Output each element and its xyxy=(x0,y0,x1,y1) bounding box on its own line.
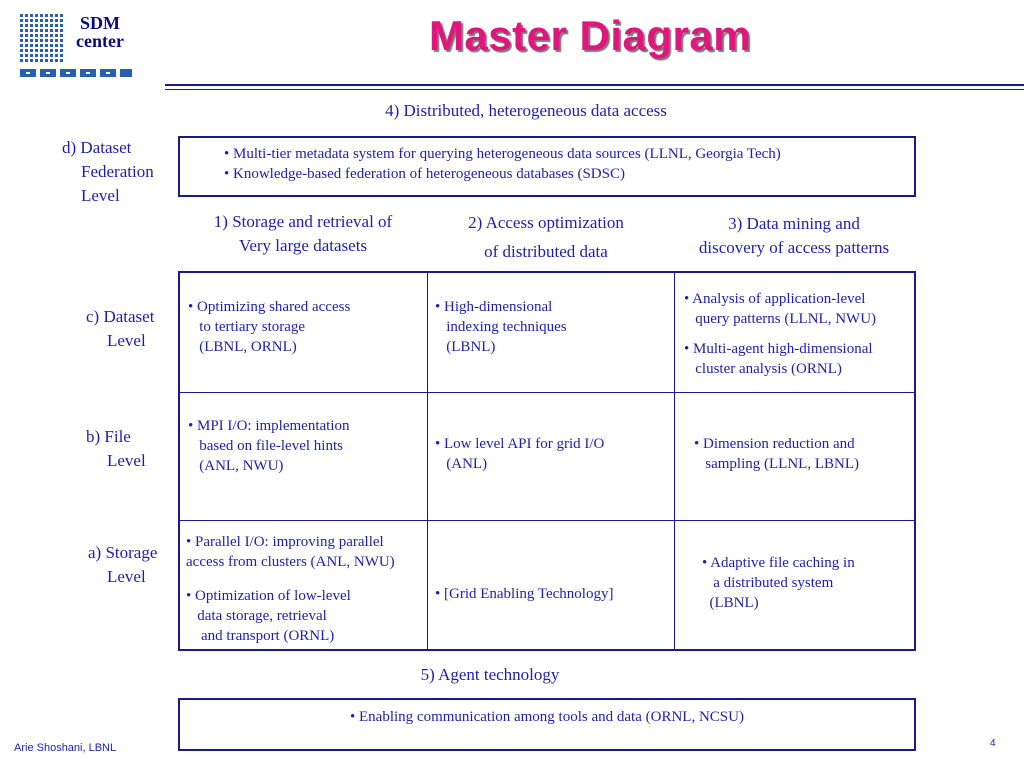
level-c-line1: c) Dataset xyxy=(86,307,155,326)
cell-a1-line5: and transport (ORNL) xyxy=(186,628,335,644)
level-b-line2: Level xyxy=(107,451,146,470)
cell-b3: • Dimension reduction and sampling (LLNL… xyxy=(694,434,859,474)
sdm-logo-bar-icon xyxy=(20,69,132,77)
technology-grid: • Optimizing shared access to tertiary s… xyxy=(178,271,916,651)
section-3-line2: discovery of access patterns xyxy=(698,238,890,257)
cell-b3-line1: • Dimension reduction and xyxy=(694,436,855,452)
header-rule-thick xyxy=(165,84,1024,86)
cell-c3: • Analysis of application-level query pa… xyxy=(684,289,876,379)
footer-author: Arie Shoshani, LBNL xyxy=(14,742,117,754)
cell-c2: • High-dimensional indexing techniques (… xyxy=(435,297,567,357)
agent-bullet: • Enabling communication among tools and… xyxy=(350,709,744,725)
grid-divider-h2 xyxy=(180,520,914,521)
grid-divider-v1 xyxy=(427,273,428,649)
cell-c3-line4: cluster analysis (ORNL) xyxy=(684,361,842,377)
section-4-heading: 4) Distributed, heterogeneous data acces… xyxy=(385,101,667,120)
section-5-heading: 5) Agent technology xyxy=(420,665,560,684)
level-d-label: d) Dataset Federation Level xyxy=(62,136,154,208)
cell-c2-line1: • High-dimensional xyxy=(435,299,553,315)
cell-a2-line1: • [Grid Enabling Technology] xyxy=(435,586,614,602)
agent-box: • Enabling communication among tools and… xyxy=(178,698,916,751)
sdm-logo-text: SDM center xyxy=(68,14,132,50)
section-1-line2: Very large datasets xyxy=(238,236,368,255)
cell-a2: • [Grid Enabling Technology] xyxy=(435,584,613,604)
section-3-line1: 3) Data mining and xyxy=(728,214,860,233)
level-d-line1: d) Dataset xyxy=(62,138,132,157)
header-rule-thin xyxy=(165,89,1024,90)
federation-bullet-1: • Multi-tier metadata system for queryin… xyxy=(224,146,781,162)
cell-c1-line3: (LBNL, ORNL) xyxy=(188,339,297,355)
cell-b1-line1: • MPI I/O: implementation xyxy=(188,418,350,434)
level-d-line2: Federation xyxy=(81,162,154,181)
section-2-heading: 2) Access optimization of distributed da… xyxy=(426,208,666,266)
cell-a3: • Adaptive file caching in a distributed… xyxy=(702,553,855,613)
level-c-line2: Level xyxy=(107,331,146,350)
cell-b2: • Low level API for grid I/O (ANL) xyxy=(435,434,604,474)
cell-c3-line1: • Analysis of application-level xyxy=(684,291,866,307)
level-b-label: b) File Level xyxy=(86,425,146,473)
cell-a1: • Parallel I/O: improving parallel acces… xyxy=(186,532,395,646)
page-title: Master Diagram xyxy=(428,12,752,59)
grid-divider-v2 xyxy=(674,273,675,649)
cell-c1: • Optimizing shared access to tertiary s… xyxy=(188,297,350,357)
cell-a3-line1: • Adaptive file caching in xyxy=(702,555,855,571)
cell-c3-line2: query patterns (LLNL, NWU) xyxy=(684,311,877,327)
level-a-label: a) Storage Level xyxy=(88,541,157,589)
section-3-heading: 3) Data mining and discovery of access p… xyxy=(672,212,916,260)
cell-a1-line2: access from clusters (ANL, NWU) xyxy=(186,554,395,570)
level-b-line1: b) File xyxy=(86,427,131,446)
federation-bullet-2: • Knowledge-based federation of heteroge… xyxy=(224,166,625,182)
cell-b1: • MPI I/O: implementation based on file-… xyxy=(188,416,349,476)
level-c-label: c) Dataset Level xyxy=(86,305,154,353)
cell-c1-line2: to tertiary storage xyxy=(188,319,306,335)
page-number: 4 xyxy=(990,738,996,749)
cell-a3-line3: (LBNL) xyxy=(702,595,759,611)
cell-b2-line2: (ANL) xyxy=(435,456,488,472)
cell-c2-line2: indexing techniques xyxy=(435,319,567,335)
cell-a1-line4: data storage, retrieval xyxy=(186,608,327,624)
logo-line2: center xyxy=(76,31,124,51)
cell-a1-line3: • Optimization of low-level xyxy=(186,588,351,604)
level-a-line1: a) Storage xyxy=(88,543,158,562)
cell-a1-line1: • Parallel I/O: improving parallel xyxy=(186,534,384,550)
cell-b1-line2: based on file-level hints xyxy=(188,438,343,454)
cell-b2-line1: • Low level API for grid I/O xyxy=(435,436,605,452)
cell-c3-line3: • Multi-agent high-dimensional xyxy=(684,341,873,357)
cell-a3-line2: a distributed system xyxy=(702,575,834,591)
section-1-line1: 1) Storage and retrieval of xyxy=(213,212,393,231)
cell-b3-line2: sampling (LLNL, LBNL) xyxy=(694,456,859,472)
sdm-logo-grid-icon xyxy=(20,14,63,62)
logo-line1: SDM xyxy=(80,13,120,33)
section-2-line1: 2) Access optimization xyxy=(468,213,624,232)
federation-box: • Multi-tier metadata system for queryin… xyxy=(178,136,916,197)
cell-c2-line3: (LBNL) xyxy=(435,339,496,355)
level-a-line2: Level xyxy=(107,567,146,586)
section-1-heading: 1) Storage and retrieval of Very large d… xyxy=(180,210,426,258)
level-d-line3: Level xyxy=(81,186,120,205)
cell-c1-line1: • Optimizing shared access xyxy=(188,299,351,315)
section-2-line2: of distributed data xyxy=(484,242,608,261)
cell-b1-line3: (ANL, NWU) xyxy=(188,458,284,474)
grid-divider-h1 xyxy=(180,392,914,393)
